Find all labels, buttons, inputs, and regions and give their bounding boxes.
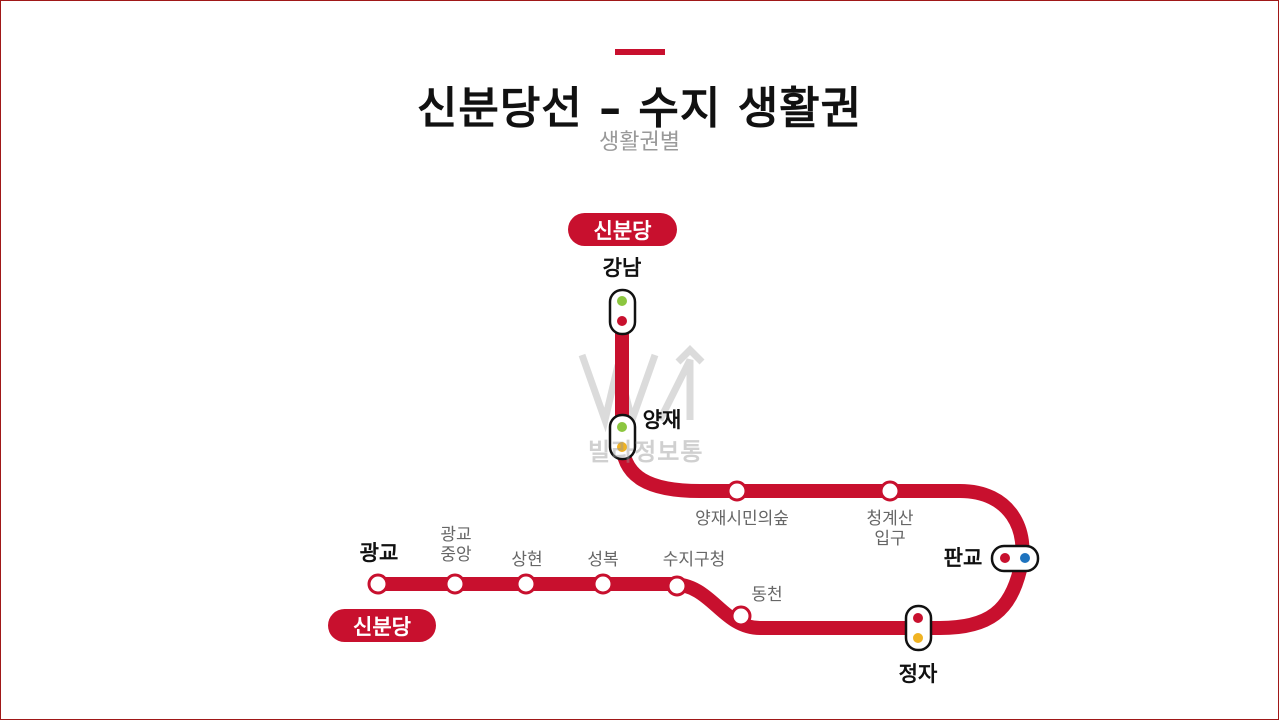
transfer-dot <box>617 296 627 306</box>
transfer-dot <box>913 633 923 643</box>
station-dot-suji <box>666 575 688 597</box>
title-accent-bar <box>615 49 665 55</box>
transfer-dot <box>1000 553 1010 563</box>
transfer-pill-yangjae <box>608 413 637 461</box>
label-line: 청계산 <box>866 509 914 529</box>
station-dot-gwanggyo-jungang <box>444 573 466 595</box>
transfer-dot <box>913 613 923 623</box>
station-label-yangjae: 양재 <box>642 408 682 432</box>
transfer-pill-gangnam <box>608 288 637 336</box>
station-dot-gwanggyo <box>367 573 389 595</box>
page-title: 신분당선 – 수지 생활권 <box>416 83 863 134</box>
label-line: 입구 <box>874 529 906 550</box>
station-dot-yangjae-forest <box>726 480 748 502</box>
line-badge-top: 신분당 <box>568 213 677 246</box>
page-subtitle: 생활권별 <box>599 130 680 155</box>
station-label-gwanggyo: 광교 <box>359 541 399 565</box>
transfer-dot <box>617 442 627 452</box>
station-label-pangyo: 판교 <box>943 546 983 570</box>
station-label-suji: 수지구청 <box>662 550 726 570</box>
line-badge-bottom: 신분당 <box>328 609 436 642</box>
watermark-text: 빌라정보통 <box>588 438 704 466</box>
station-label-dongcheon: 동천 <box>751 585 783 605</box>
transfer-dot <box>1020 553 1030 563</box>
label-line: 광교 <box>440 525 472 545</box>
label-line: 중앙 <box>440 545 472 566</box>
station-dot-sanghyeon <box>515 573 537 595</box>
transfer-pill-jeongja <box>904 604 933 652</box>
transfer-pill-pangyo <box>990 544 1040 573</box>
station-label-jeongja: 정자 <box>898 662 938 686</box>
station-label-gangnam: 강남 <box>602 256 642 280</box>
transfer-dot <box>617 316 627 326</box>
transfer-dot <box>617 422 627 432</box>
station-label-yangjae-forest: 양재시민의숲 <box>695 509 789 529</box>
station-dot-seongbok <box>592 573 614 595</box>
station-dot-cheonggyesan <box>879 480 901 502</box>
station-dot-dongcheon <box>730 605 752 627</box>
station-label-seongbok: 성복 <box>587 550 619 570</box>
station-label-sanghyeon: 상현 <box>511 550 543 570</box>
